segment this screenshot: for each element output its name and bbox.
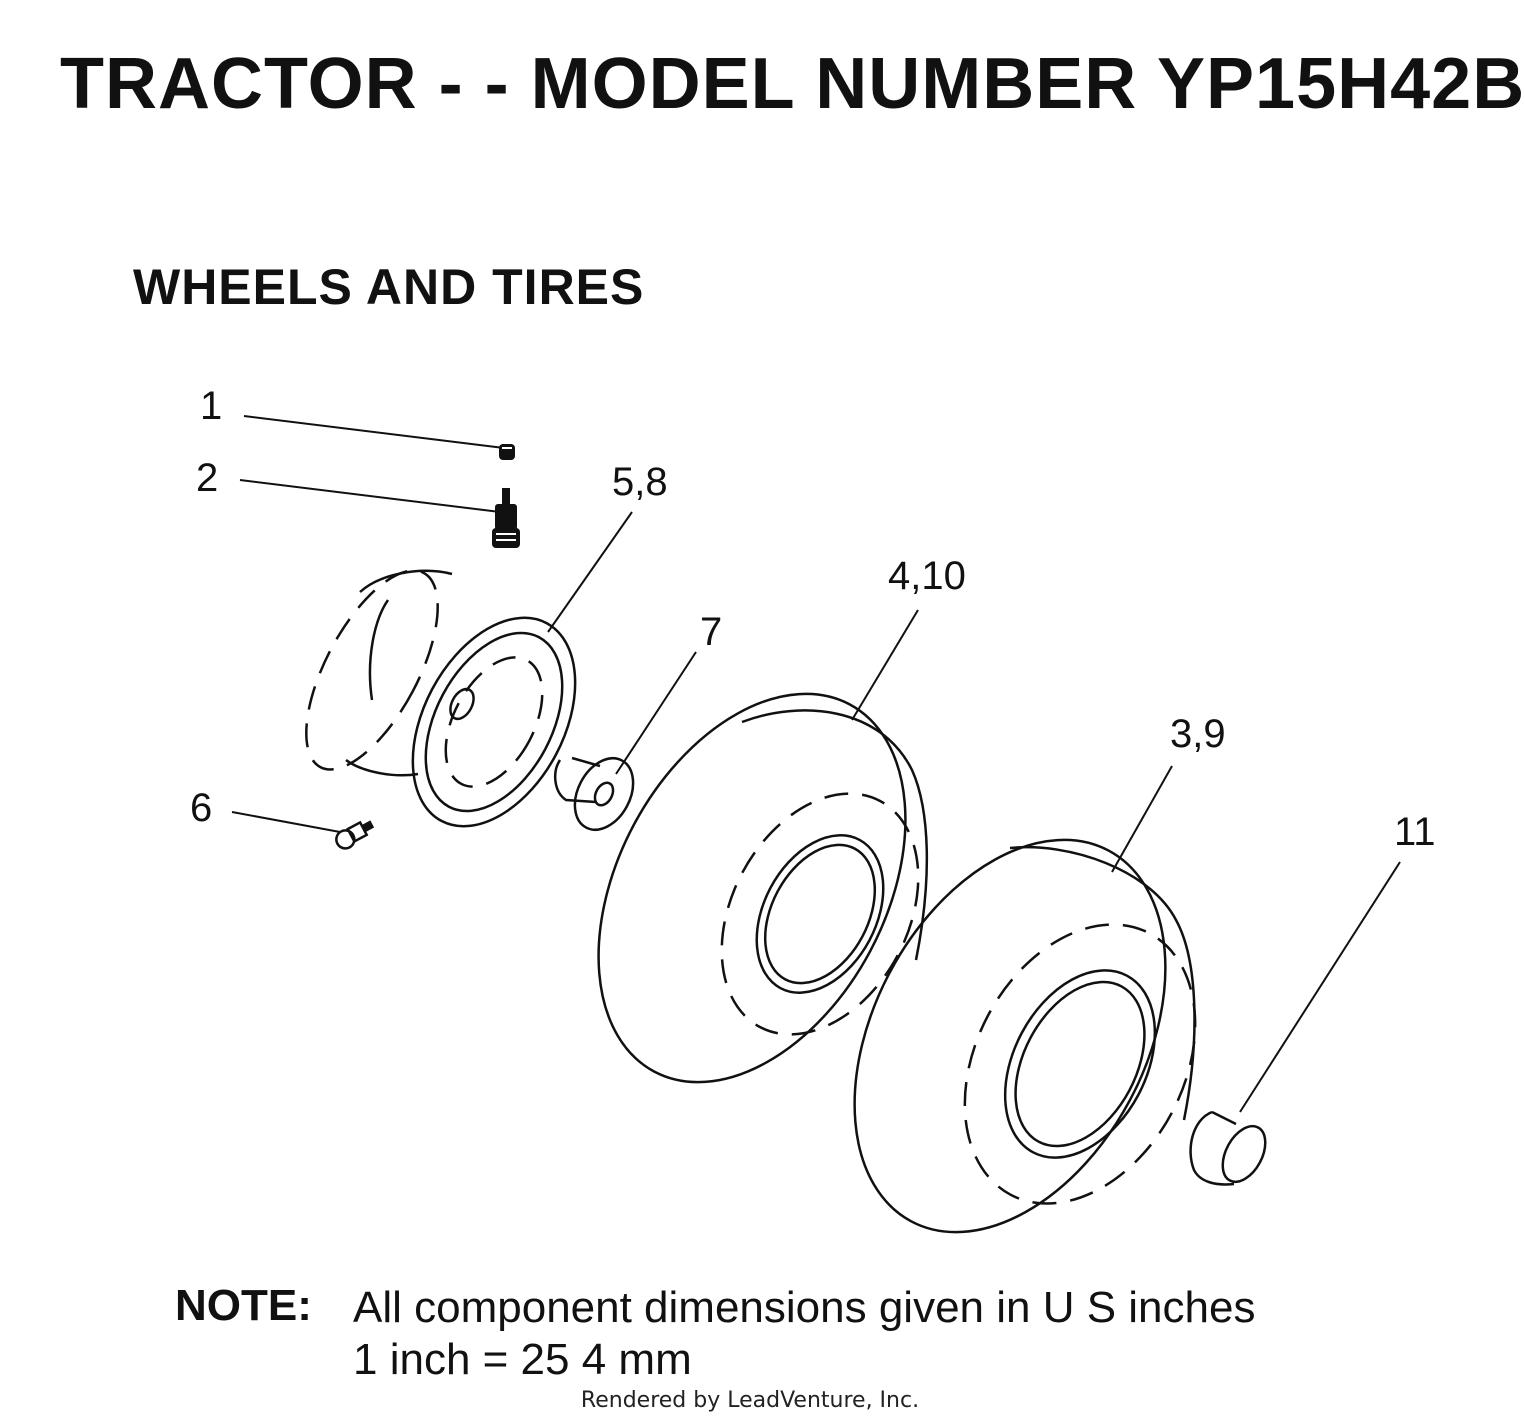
rear-tire-icon [853,838,1197,1234]
callout-2: 2 [196,456,219,500]
leader-line-2 [239,479,501,513]
grease-fitting-icon [335,820,375,850]
leader-line-3-9 [1111,765,1173,873]
leader-line-5-8 [547,511,633,633]
wheel-rim-icon [305,569,577,828]
callout-3-9: 3,9 [1170,712,1226,756]
flange-bushing-icon [553,756,635,831]
valve-cap-icon [499,444,515,460]
callout-1: 1 [200,384,223,428]
note-label: NOTE: [175,1281,312,1330]
page-title: TRACTOR - - MODEL NUMBER YP15H42B [60,44,1525,124]
leader-line-7 [615,651,697,775]
note-line-1: All component dimensions given in U S in… [353,1283,1256,1332]
note-line-2: 1 inch = 25 4 mm [353,1335,692,1384]
valve-stem-icon [492,488,520,548]
hub-cap-icon [1189,1110,1267,1186]
callout-11: 11 [1394,810,1436,854]
leader-line-11 [1239,861,1401,1113]
leader-line-1 [243,415,505,449]
callout-6: 6 [190,786,213,830]
leader-lines [231,415,1401,1113]
leader-line-6 [231,811,341,833]
callout-4-10: 4,10 [888,554,966,598]
footer-credit: Rendered by LeadVenture, Inc. [580,1388,920,1413]
callout-5-8: 5,8 [612,460,668,504]
callout-7: 7 [700,610,723,654]
section-title: WHEELS AND TIRES [133,259,645,315]
leader-line-4-10 [851,609,919,721]
front-tire-icon [597,692,929,1084]
